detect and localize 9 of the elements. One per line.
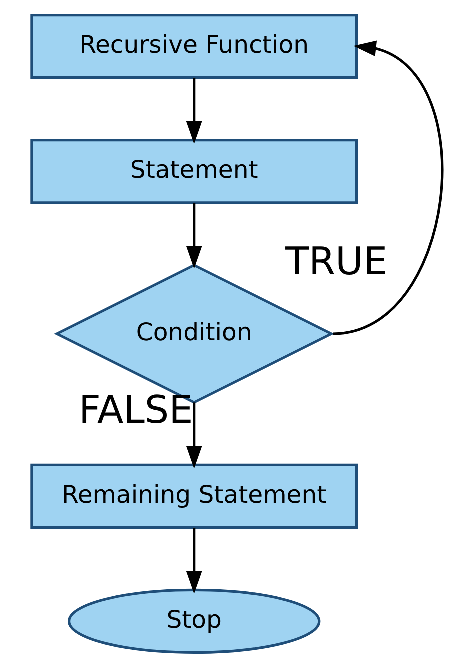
node-ellipse: Stop	[67, 588, 320, 654]
node-box: Statement	[30, 139, 358, 204]
node-box: Recursive Function	[30, 14, 358, 80]
arrow	[186, 402, 202, 469]
arrow	[186, 203, 202, 269]
arrow	[186, 528, 202, 594]
arrow	[186, 78, 202, 144]
node-box: Remaining Statement	[30, 464, 358, 529]
arrow	[332, 40, 444, 336]
